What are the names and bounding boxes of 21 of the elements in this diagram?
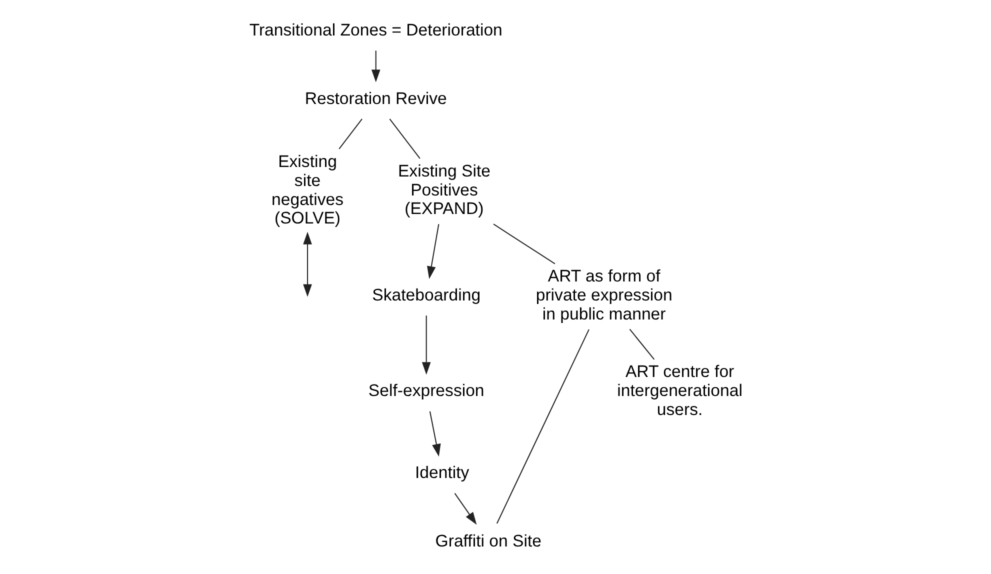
node-text: Identity [415,463,470,482]
node-text: ART as form of private expression in public manner [536,266,672,324]
arrow [303,232,312,297]
node-text: Self-expression [368,381,484,400]
node-text: Existing site negatives (SOLVE) [272,152,344,228]
node-text: Transitional Zones = Deterioration [249,20,502,40]
arrow [371,50,380,82]
connector [496,329,590,524]
connector [338,118,362,150]
arrow [429,411,441,457]
connector [389,118,420,159]
node-text: Graffiti on Site [435,532,542,551]
node-text: ART centre for intergenerational users. [617,362,742,420]
arrow [427,224,440,279]
node-text: Skateboarding [372,285,481,304]
node-text: Existing Site Positives (EXPAND) [398,161,490,218]
arrow [454,493,477,525]
connector [629,328,655,360]
connector [493,224,556,264]
arrow [422,316,431,375]
node-text: Restoration Revive [304,88,447,108]
